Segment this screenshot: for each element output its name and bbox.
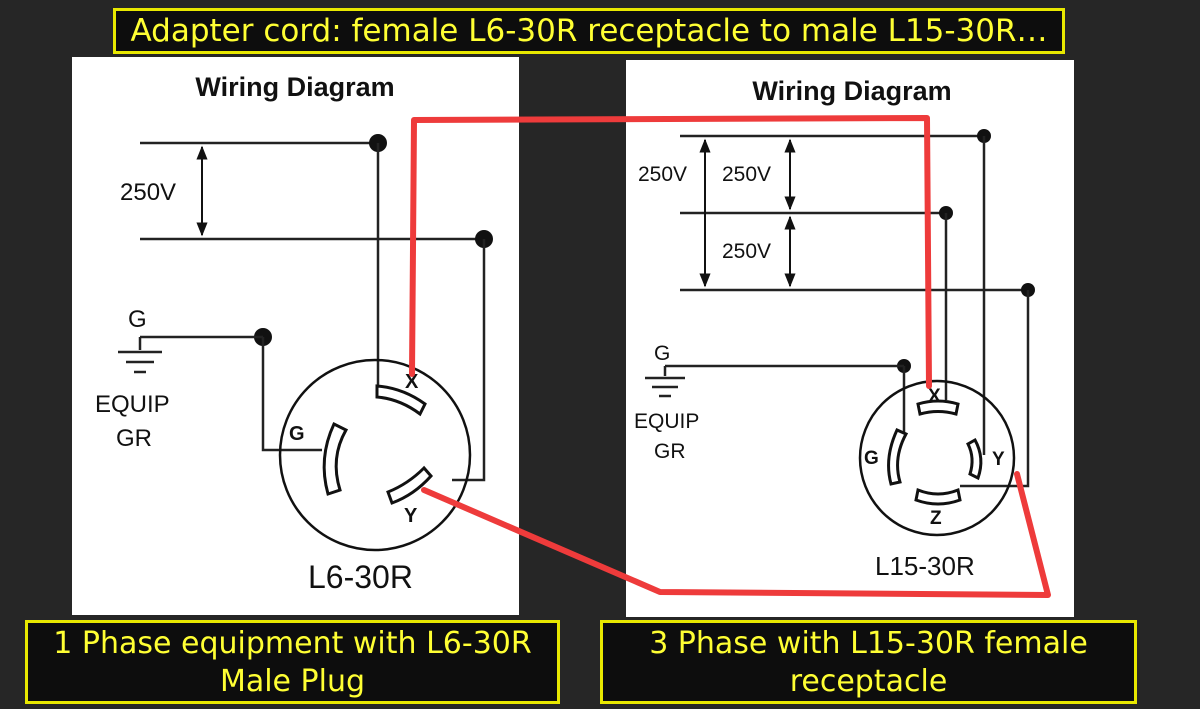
right-terminal-y: Y: [992, 449, 1005, 470]
left-caption-line1: 1 Phase equipment with L6-30R: [53, 626, 532, 661]
left-caption-box: 1 Phase equipment with L6-30R Male Plug: [25, 620, 560, 704]
left-wire-g: [261, 337, 322, 452]
right-terminal-x: X: [928, 386, 941, 407]
left-ground-label: G: [128, 306, 147, 333]
left-blade-x: [375, 384, 427, 417]
right-terminal-g: G: [864, 448, 879, 469]
right-blade-y: [966, 437, 983, 481]
right-blade-x: [916, 399, 960, 416]
left-receptacle-outline: [278, 358, 472, 552]
right-receptacle-outline: [858, 379, 1016, 537]
right-blade-g: [887, 428, 909, 486]
right-voltage-1: 250V: [638, 163, 687, 186]
right-gr-label: GR: [654, 440, 686, 463]
right-caption-line2: receptacle: [789, 664, 948, 699]
left-gr-label: GR: [116, 425, 152, 452]
title-banner: Adapter cord: female L6-30R receptacle t…: [113, 8, 1065, 54]
left-blade-y: [386, 465, 434, 505]
left-caption-line2: Male Plug: [219, 664, 366, 699]
left-heading: Wiring Diagram: [195, 72, 394, 102]
right-caption-line1: 3 Phase with L15-30R female: [649, 626, 1088, 661]
left-voltage-label: 250V: [120, 179, 176, 206]
right-terminal-z: Z: [930, 508, 942, 529]
right-wire-z: [960, 290, 1030, 488]
left-equip-label: EQUIP: [95, 391, 170, 418]
right-diagram: Wiring Diagram 250V 250V 250V G EQUIP: [634, 76, 1035, 581]
ground-icon: [118, 350, 162, 374]
right-voltage-3: 250V: [722, 240, 771, 263]
right-model-label: L15-30R: [875, 551, 975, 581]
left-model-label: L6-30R: [308, 559, 413, 595]
ground-icon: [645, 376, 685, 398]
left-blade-g: [322, 421, 349, 496]
left-wire-y: [452, 239, 486, 482]
left-terminal-g: G: [289, 423, 305, 445]
left-terminal-y: Y: [404, 505, 418, 527]
left-terminal-x: X: [405, 371, 419, 393]
connector-y-to-y: [421, 471, 1051, 598]
connector-x-to-x: [409, 115, 932, 389]
right-heading: Wiring Diagram: [752, 76, 951, 106]
right-blade-z: [914, 487, 962, 506]
right-caption-box: 3 Phase with L15-30R female receptacle: [600, 620, 1137, 704]
title-text: Adapter cord: female L6-30R receptacle t…: [130, 13, 1048, 49]
right-voltage-2: 250V: [722, 163, 771, 186]
adapter-connectors: [409, 115, 1051, 598]
right-ground-label: G: [654, 342, 670, 365]
left-diagram: Wiring Diagram 250V G EQUIP GR X Y G: [95, 72, 493, 595]
right-equip-label: EQUIP: [634, 410, 699, 433]
